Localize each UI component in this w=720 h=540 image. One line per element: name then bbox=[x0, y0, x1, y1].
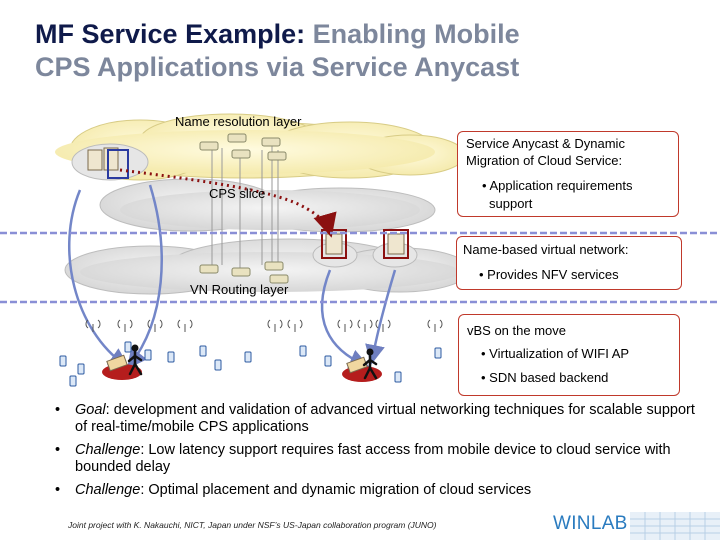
cloud-server-icon bbox=[71, 143, 149, 181]
winlab-logo: WINLAB bbox=[553, 513, 628, 534]
anycast-arrow-left bbox=[68, 189, 130, 368]
anycast-callout-bullet-line1: • Application requirements bbox=[482, 178, 633, 193]
edge-server-icons bbox=[312, 229, 418, 268]
vbs-callout-bullet1: • Virtualization of WIFI AP bbox=[481, 346, 630, 361]
wifi-ap-icons bbox=[85, 319, 443, 332]
bullet-challenge-placement-text: : Optimal placement and dynamic migratio… bbox=[140, 482, 532, 498]
anycast-callout-bullet-line2: support bbox=[489, 196, 533, 211]
title-line2: CPS Applications via Service Anycast bbox=[35, 52, 520, 82]
name-based-callout: Name-based virtual network: • Provides N… bbox=[456, 236, 682, 290]
bullet-challenge-placement: •Challenge: Optimal placement and dynami… bbox=[55, 482, 532, 498]
connector-lines bbox=[211, 145, 279, 268]
bullet-challenge-latency: •Challenge: Low latency support requires… bbox=[55, 442, 671, 475]
vbs-callout-title: vBS on the move bbox=[467, 323, 566, 338]
router-icons-bottom bbox=[199, 261, 289, 284]
name-based-callout-bullet: • Provides NFV services bbox=[479, 267, 619, 282]
migration-path bbox=[119, 168, 337, 238]
name-based-callout-title: Name-based virtual network: bbox=[463, 242, 629, 257]
vbs-callout: vBS on the move • Virtualization of WIFI… bbox=[458, 314, 680, 396]
anycast-callout: Service Anycast & Dynamic Migration of C… bbox=[457, 131, 679, 217]
anycast-arrow-edge bbox=[365, 269, 397, 365]
vbs-callout-bullet2: • SDN based backend bbox=[481, 370, 609, 385]
bullet-goal: •Goal: development and validation of adv… bbox=[55, 402, 695, 435]
router-icons-top bbox=[199, 133, 287, 161]
footer-note: Joint project with K. Nakauchi, NICT, Ja… bbox=[68, 520, 437, 530]
name-resolution-label: Name resolution layer bbox=[175, 114, 302, 129]
bullet-goal-text: : development and validation of advanced… bbox=[75, 402, 695, 435]
vn-routing-label: VN Routing layer bbox=[190, 282, 289, 297]
title-highlight: Enabling Mobile bbox=[312, 19, 520, 49]
logo-decoration bbox=[630, 512, 720, 540]
network-diagram bbox=[0, 113, 720, 387]
summary-bullets: •Goal: development and validation of adv… bbox=[55, 402, 695, 505]
bullet-challenge-latency-term: Challenge bbox=[75, 442, 141, 458]
bullet-challenge-latency-text: : Low latency support requires fast acce… bbox=[75, 442, 671, 475]
person-icons bbox=[127, 344, 378, 380]
anycast-callout-title-line2: Migration of Cloud Service: bbox=[466, 153, 623, 168]
anycast-arrow-right bbox=[320, 269, 370, 369]
anycast-arrow-mid bbox=[126, 184, 163, 369]
vehicle-icons bbox=[102, 354, 382, 382]
anycast-callout-title-line1: Service Anycast & Dynamic bbox=[466, 136, 625, 151]
cps-slice-cloud bbox=[99, 178, 436, 233]
title-part1: MF Service Example: bbox=[35, 19, 313, 49]
bullet-challenge-placement-term: Challenge bbox=[75, 482, 141, 498]
cps-slice-label: CPS slice bbox=[209, 186, 266, 201]
bullet-goal-term: Goal bbox=[75, 402, 106, 418]
mobile-device-icons bbox=[59, 341, 442, 387]
